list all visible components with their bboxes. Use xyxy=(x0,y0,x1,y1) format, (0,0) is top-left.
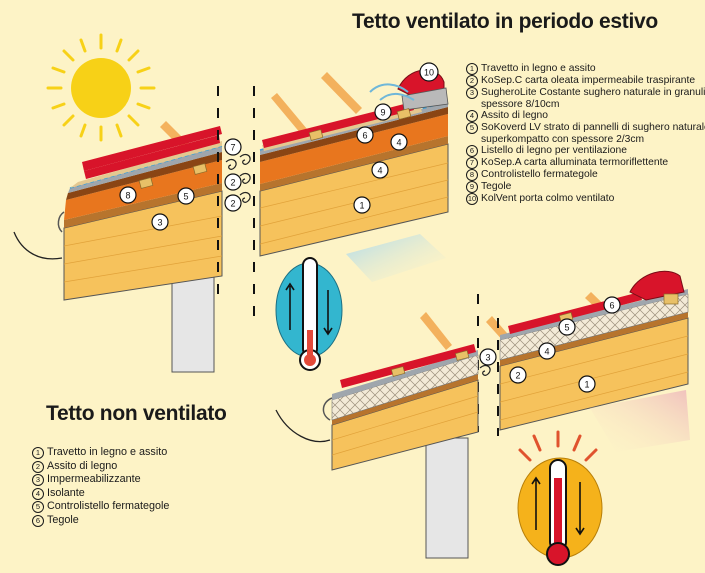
callout-b4: 4 xyxy=(538,342,556,360)
callout-9: 9 xyxy=(374,103,392,121)
callout-7: 7 xyxy=(224,138,242,156)
svg-text:3: 3 xyxy=(485,353,490,363)
callout-b3: 3 xyxy=(479,348,497,366)
non-ventilated-roof-right xyxy=(499,270,689,431)
callout-4a: 4 xyxy=(390,133,408,151)
svg-text:5: 5 xyxy=(564,323,569,333)
svg-text:3: 3 xyxy=(157,218,162,228)
callouts-bottom: 6 5 4 3 2 1 xyxy=(479,296,621,393)
callout-2b: 2 xyxy=(224,194,242,212)
callout-4b: 4 xyxy=(371,161,389,179)
svg-text:2: 2 xyxy=(515,371,520,381)
svg-text:4: 4 xyxy=(377,166,382,176)
svg-text:5: 5 xyxy=(183,192,188,202)
callout-b6: 6 xyxy=(603,296,621,314)
svg-text:1: 1 xyxy=(359,201,364,211)
svg-text:1: 1 xyxy=(584,380,589,390)
ventilated-roof-right xyxy=(259,69,449,257)
callouts-top: 10 9 6 4 4 7 2 2 8 5 3 1 xyxy=(119,62,439,231)
svg-text:10: 10 xyxy=(424,68,434,78)
non-ventilated-roof-title: Tetto non ventilato xyxy=(46,402,227,425)
callout-6: 6 xyxy=(356,126,374,144)
callout-b2: 2 xyxy=(509,366,527,384)
ventilated-roof-left xyxy=(13,126,223,373)
ventilated-roof-title: Tetto ventilato in periodo estivo xyxy=(352,10,658,33)
svg-text:7: 7 xyxy=(230,143,235,153)
svg-text:6: 6 xyxy=(609,301,614,311)
svg-text:8: 8 xyxy=(125,191,130,201)
callout-10: 10 xyxy=(419,62,439,82)
svg-text:2: 2 xyxy=(230,199,235,209)
svg-text:9: 9 xyxy=(380,108,385,118)
thermometer-cool-icon xyxy=(275,257,343,371)
callout-2a: 2 xyxy=(224,173,242,191)
thermometer-hot-icon xyxy=(517,430,603,566)
svg-text:6: 6 xyxy=(362,131,367,141)
callout-3: 3 xyxy=(151,213,169,231)
non-ventilated-roof-left xyxy=(275,344,479,559)
glare-bottom xyxy=(590,390,690,452)
svg-text:4: 4 xyxy=(396,138,401,148)
callout-1: 1 xyxy=(353,196,371,214)
ventilation-swirls-bottom xyxy=(479,364,491,376)
callout-8: 8 xyxy=(119,186,137,204)
svg-text:4: 4 xyxy=(544,347,549,357)
glare-top xyxy=(346,234,446,282)
sun-icon xyxy=(46,33,156,142)
callout-b5: 5 xyxy=(558,318,576,336)
callout-b1: 1 xyxy=(578,375,596,393)
callout-5: 5 xyxy=(177,187,195,205)
svg-text:2: 2 xyxy=(230,178,235,188)
